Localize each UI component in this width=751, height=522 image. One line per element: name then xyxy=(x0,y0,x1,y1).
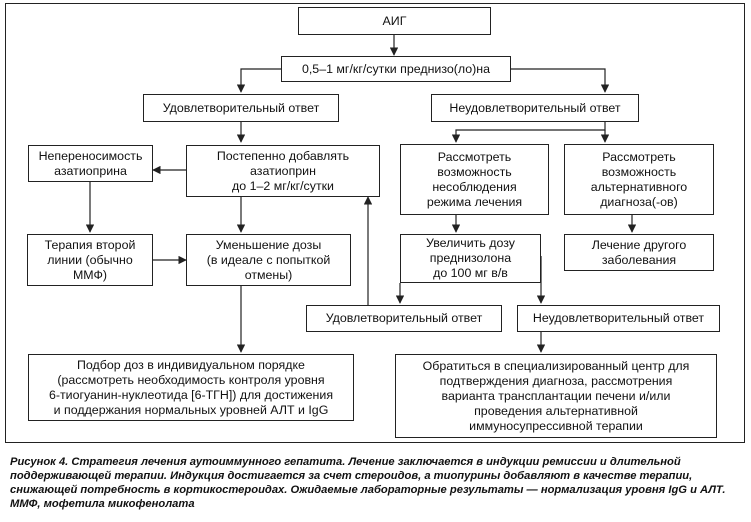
arrow-dose-to-unsat1 xyxy=(511,68,610,93)
node-second-line-therapy: Терапия второй линии (обычно ММФ) xyxy=(27,234,153,286)
node-dose: 0,5–1 мг/кг/сутки преднизо(ло)на xyxy=(281,56,511,82)
node-satisfactory-2: Удовлетворительный ответ xyxy=(306,305,502,332)
node-alternative-diagnosis: Рассмотреть возможность альтернативного … xyxy=(564,144,714,215)
node-specialized-center: Обратиться в специализированный центр дл… xyxy=(395,354,717,438)
arrow-unsat1-to-compliance xyxy=(451,122,606,143)
node-unsatisfactory-2: Неудовлетворительный ответ xyxy=(517,305,720,332)
node-increase-prednisolone: Увеличить дозу преднизолона до 100 мг в/… xyxy=(400,234,541,283)
node-aig: АИГ xyxy=(298,7,491,35)
node-check-compliance: Рассмотреть возможность несоблюдения реж… xyxy=(400,144,549,215)
diagram-frame xyxy=(5,3,745,443)
node-individual-dosing: Подбор доз в индивидуальном порядке (рас… xyxy=(28,354,354,421)
node-unsatisfactory-1: Неудовлетворительный ответ xyxy=(431,94,639,122)
node-treat-other-disease: Лечение другого заболевания xyxy=(564,234,714,271)
arrow-dose-to-sat1 xyxy=(236,68,281,93)
node-azathioprine-intolerance: Непереносимость азатиоприна xyxy=(28,145,153,182)
node-dose-reduction: Уменьшение дозы (в идеале с попыткой отм… xyxy=(186,234,351,286)
node-satisfactory-1: Удовлетворительный ответ xyxy=(143,94,339,122)
figure-caption: Рисунок 4. Стратегия лечения аутоиммунно… xyxy=(10,456,726,510)
node-add-azathioprine: Постепенно добавлять азатиоприн до 1–2 м… xyxy=(186,145,380,197)
